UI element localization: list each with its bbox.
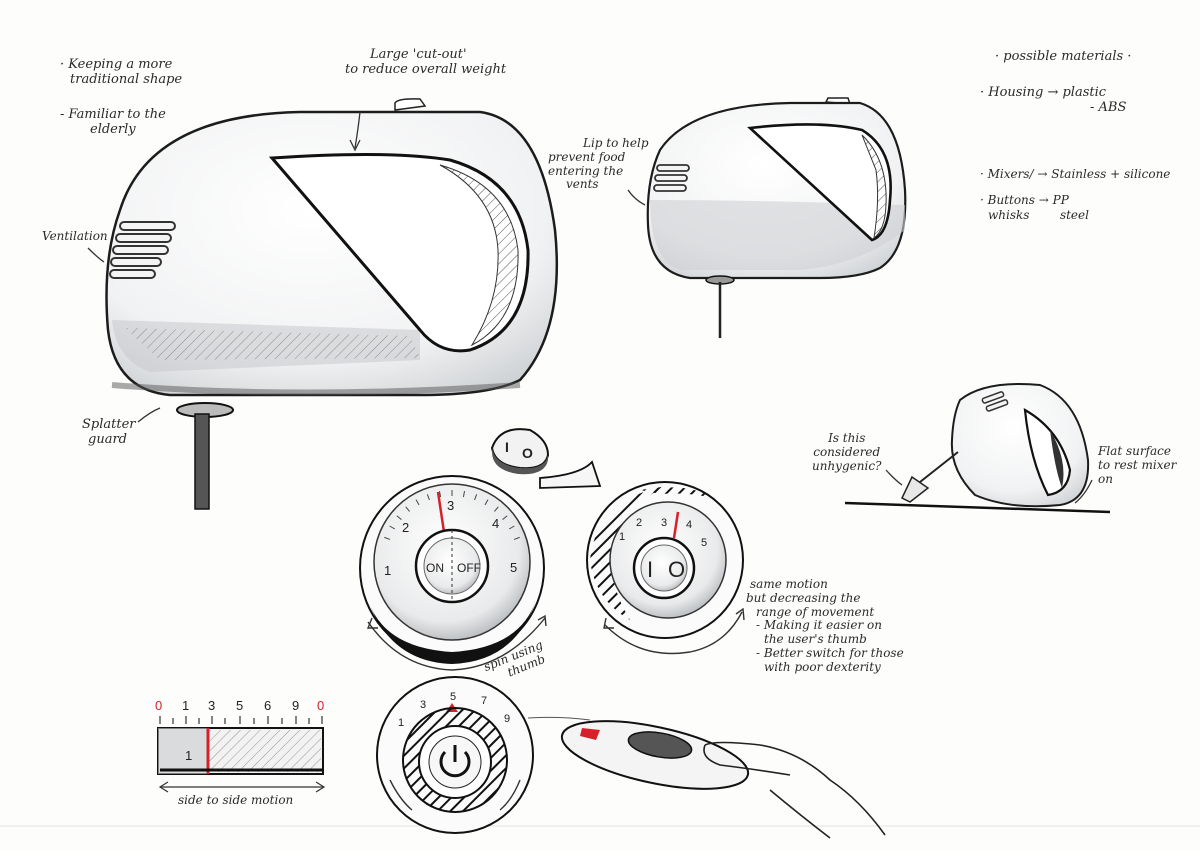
medium-dial-sketch: I O 1 2 3 4 5 — [586, 481, 745, 655]
large-dial-num-2: 2 — [402, 520, 409, 535]
dial-tick — [494, 506, 499, 512]
dial-tick — [502, 515, 508, 520]
note-line: on — [1098, 471, 1113, 486]
large-mixer-sketch — [87, 98, 559, 510]
note-line: elderly — [90, 121, 136, 137]
dial-tick — [484, 499, 489, 506]
note-line: but decreasing the — [746, 590, 861, 605]
slider-num-0-end: 0 — [317, 698, 324, 713]
note-line: - ABS — [1090, 99, 1127, 115]
dial-tick — [384, 536, 391, 540]
large-dial-num-4: 4 — [492, 516, 499, 531]
note-line: guard — [88, 431, 127, 447]
medium-dial-off-label: O — [668, 557, 685, 582]
note-line: with poor dexterity — [764, 659, 881, 674]
rocker-button-sketch: I O — [490, 428, 602, 489]
slider-sketch: 1 0 1 3 5 6 9 0 — [155, 698, 326, 793]
note-line: considered — [813, 444, 881, 459]
slider-num-5: 5 — [236, 698, 243, 713]
dial-tick — [508, 525, 515, 530]
note-line: same motion — [750, 577, 828, 591]
note-line: the user's thumb — [764, 632, 867, 647]
medium-dial-num-2: 2 — [636, 517, 642, 529]
note-line: - Better switch for those — [756, 645, 904, 660]
note-buttons: · Buttons → PP — [980, 193, 1069, 207]
note-line: traditional shape — [70, 71, 183, 87]
note-traditional-shape: · Keeping a more traditional shape — [60, 57, 183, 88]
note-side-to-side: side to side motion — [178, 793, 294, 807]
resting-mixer-sketch — [844, 383, 1111, 514]
bottom-dial-num-5: 5 — [450, 691, 456, 703]
note-line: - Making it easier on — [756, 618, 882, 633]
slider-num-6: 6 — [264, 698, 271, 713]
note-mixers: · Mixers/ → Stainless + silicone whisks … — [980, 140, 1170, 237]
medium-dial-num-4: 4 — [686, 519, 692, 531]
dial-tick — [474, 494, 478, 501]
bottom-dial-num-9: 9 — [504, 713, 510, 725]
dial-tick — [415, 499, 420, 506]
dial-tick — [439, 491, 442, 498]
note-line: whisks steel — [988, 207, 1089, 222]
dial-tick — [389, 525, 396, 530]
note-line: to rest mixer — [1098, 457, 1177, 472]
note-splatter-guard: Splatter guard — [82, 417, 136, 448]
note-line: - Familiar to the — [60, 107, 166, 122]
dial-tick — [513, 536, 520, 540]
note-flat-surface: Flat surface to rest mixer on — [1098, 444, 1177, 486]
note-line: Is this — [828, 431, 866, 445]
note-ventilation: Ventilation — [42, 229, 108, 243]
medium-dial-num-1: 1 — [619, 531, 625, 543]
small-button-on: I — [505, 439, 509, 455]
slider-current-label: 1 — [185, 748, 192, 763]
dial-tick — [405, 506, 410, 512]
note-same-motion: same motion but decreasing the range of … — [746, 577, 904, 675]
note-cutout: Large 'cut-out' to reduce overall weight — [345, 47, 507, 78]
note-line: unhygenic? — [812, 458, 882, 473]
bottom-dial-num-1: 1 — [398, 717, 404, 729]
note-lip-vents: Lip to help prevent food entering the ve… — [548, 136, 649, 192]
note-housing: · Housing → plastic - ABS — [980, 85, 1127, 116]
dial-tick — [396, 515, 402, 520]
note-line: entering the — [548, 163, 624, 178]
slider-num-9: 9 — [292, 698, 299, 713]
large-dial-num-3: 3 — [447, 498, 454, 513]
bottom-dial-num-3: 3 — [420, 699, 426, 711]
large-dial-num-1: 1 — [384, 563, 391, 578]
note-line: Splatter — [82, 417, 136, 432]
bottom-power-dial-sketch: 1 3 5 7 9 — [376, 676, 534, 834]
note-line: · Mixers/ → Stainless + silicone — [980, 166, 1171, 181]
dial-tick — [462, 491, 465, 498]
medium-dial-num-3: 3 — [661, 517, 667, 529]
note-materials-title: · possible materials · — [995, 49, 1132, 64]
note-line: range of movement — [756, 604, 875, 619]
thumb-dial-hand-sketch — [527, 716, 886, 839]
note-line: prevent food — [548, 149, 626, 164]
large-dial-sketch: ON OFF 1 2 3 4 5 — [359, 475, 547, 671]
medium-dial-num-5: 5 — [701, 537, 707, 549]
bottom-dial-num-7: 7 — [481, 695, 487, 707]
large-dial-on-label: ON — [426, 561, 444, 575]
small-button-off: O — [522, 445, 533, 461]
note-line: to reduce overall weight — [345, 61, 507, 77]
slider-num-1: 1 — [182, 698, 189, 713]
dial-tick — [426, 494, 430, 501]
note-line: Flat surface — [1098, 444, 1171, 458]
slider-num-0-start: 0 — [155, 698, 162, 713]
large-dial-num-5: 5 — [510, 560, 517, 575]
note-familiar-elderly: - Familiar to the elderly — [60, 107, 166, 138]
note-line: Large 'cut-out' — [370, 47, 467, 62]
small-mixer-sketch — [627, 97, 907, 338]
note-line: Lip to help — [583, 136, 649, 150]
power-icon — [439, 750, 471, 778]
note-line: · Housing → plastic — [980, 85, 1107, 100]
large-dial-off-label: OFF — [457, 561, 481, 575]
medium-dial-on-label: I — [647, 557, 653, 582]
slider-num-3: 3 — [208, 698, 215, 713]
note-line: vents — [566, 177, 599, 192]
note-unhygenic: Is this considered unhygenic? — [812, 431, 882, 473]
note-line: · Keeping a more — [60, 57, 173, 72]
